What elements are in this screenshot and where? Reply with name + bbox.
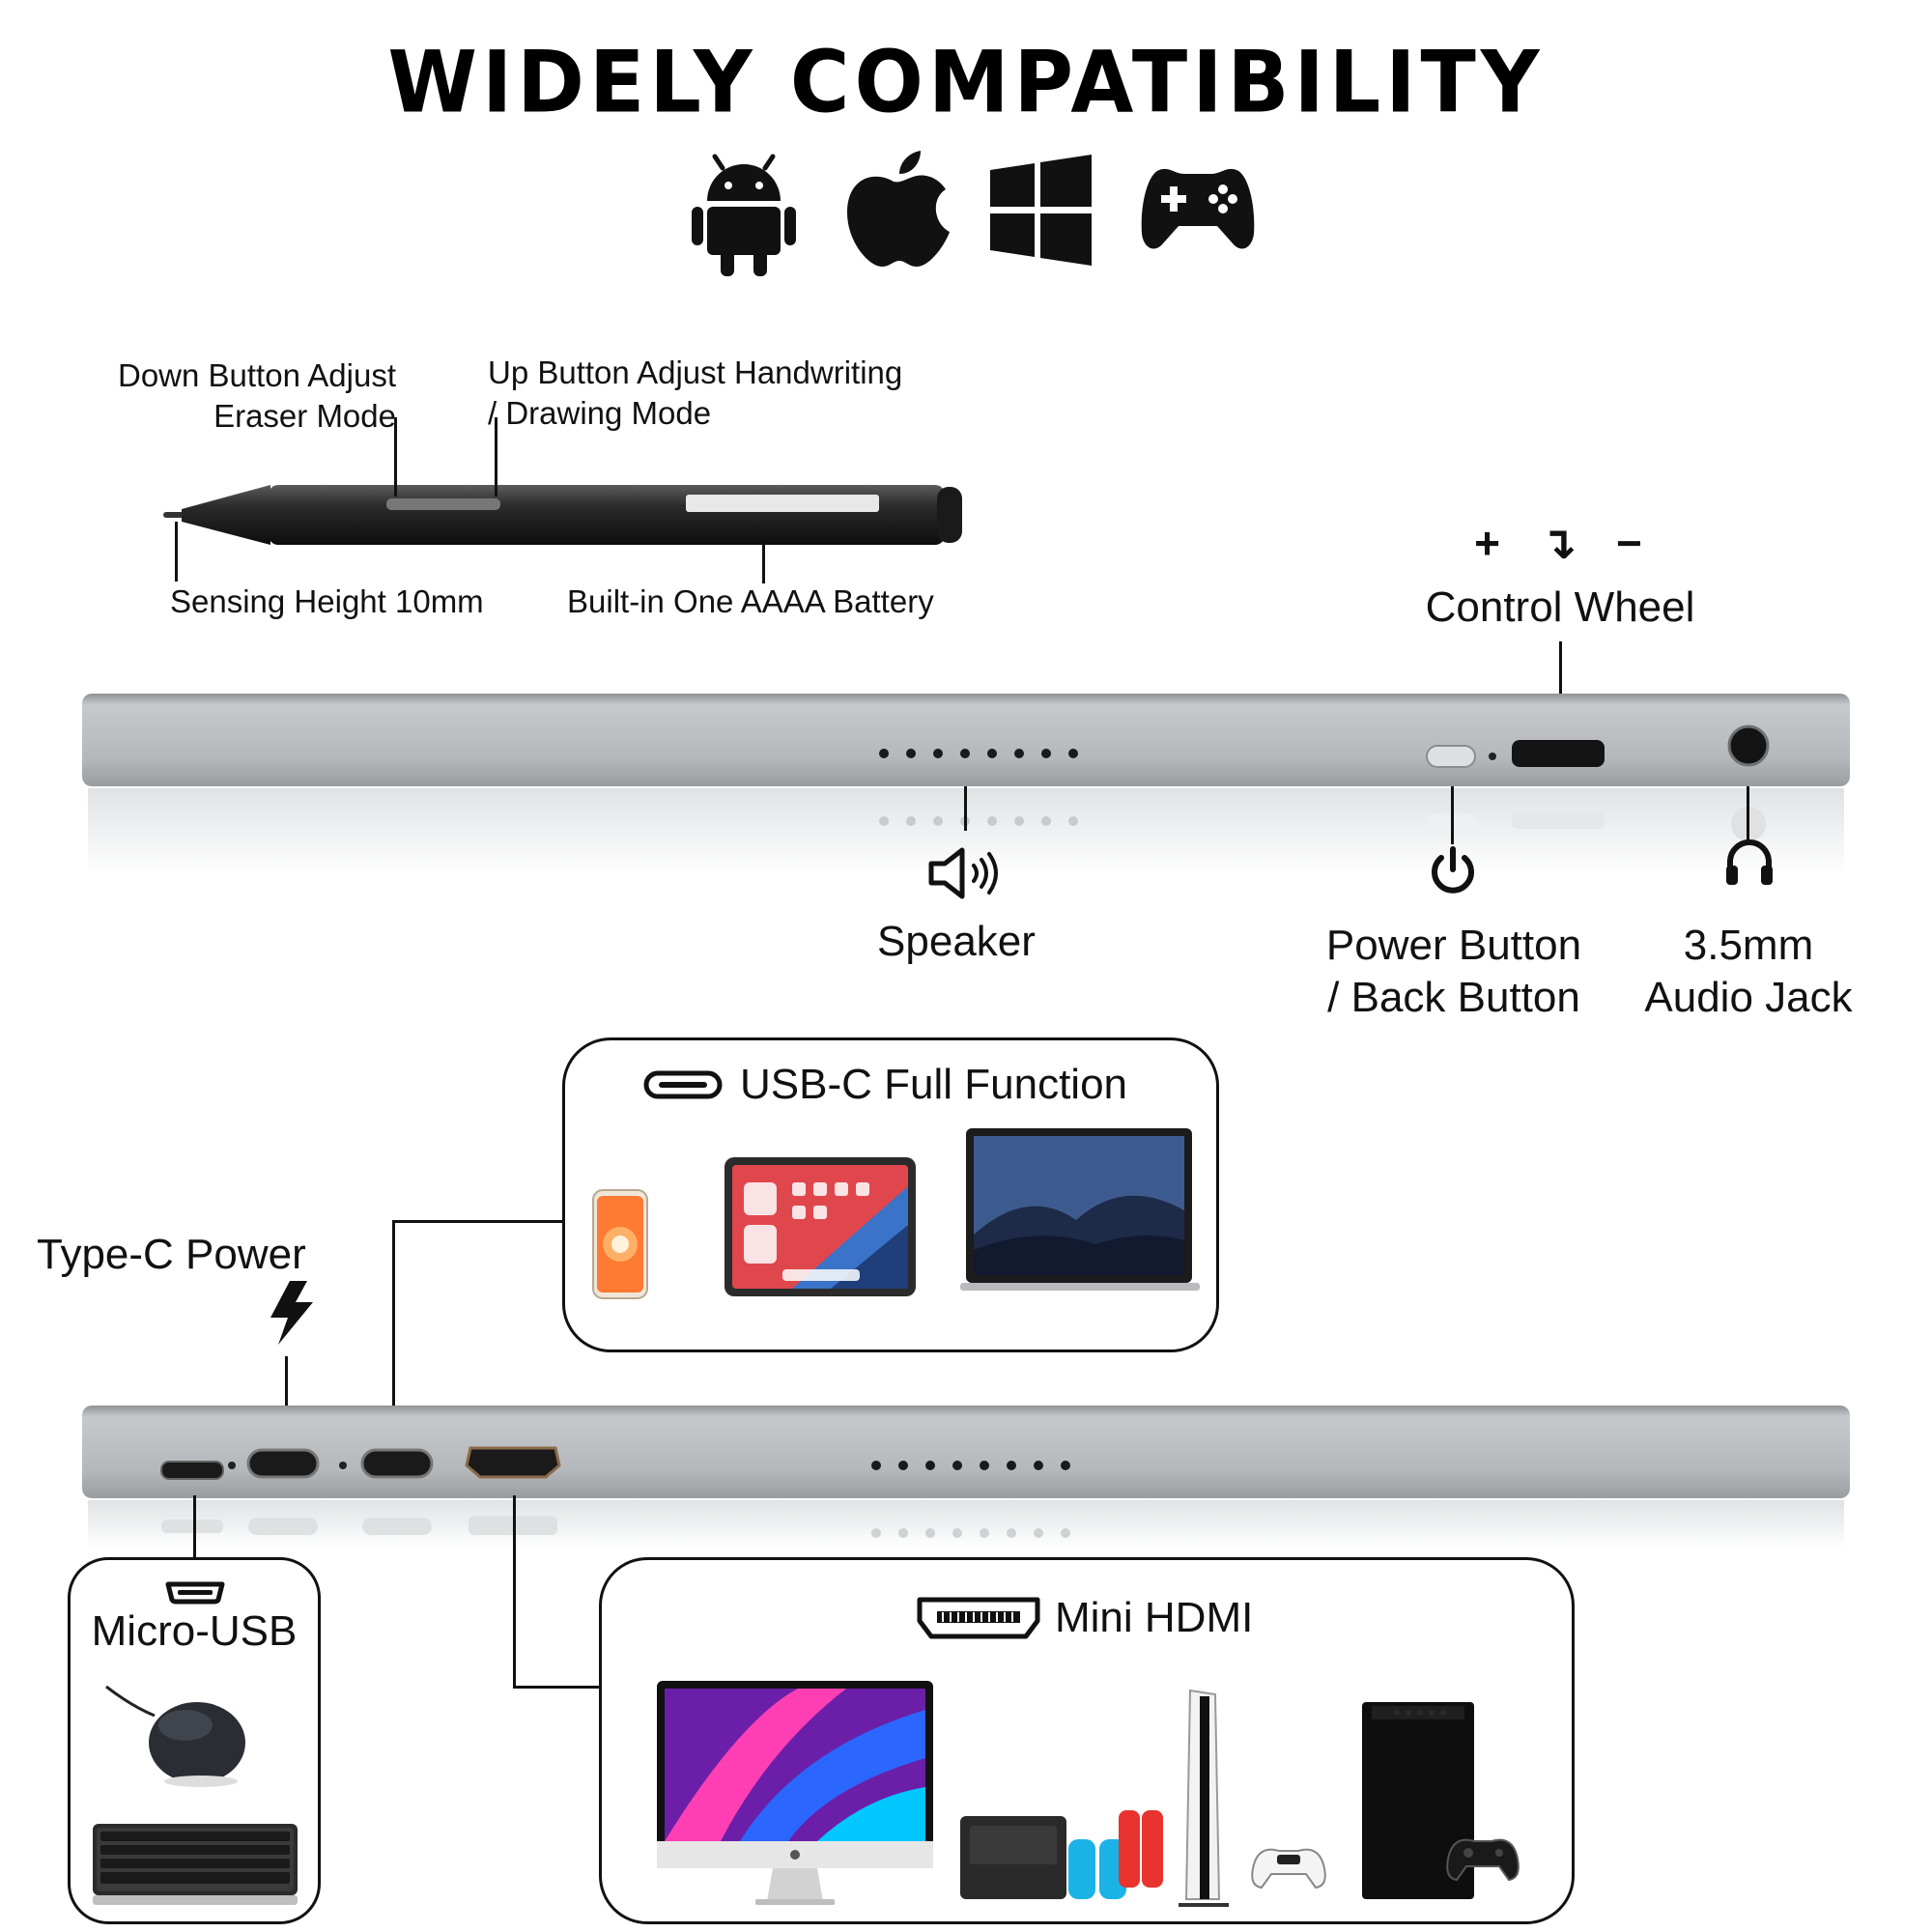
leader-line xyxy=(175,522,178,582)
speaker-grille xyxy=(879,749,1078,758)
usb-c-icon xyxy=(643,1070,723,1099)
page-title: WIDELY COMPATIBILITY xyxy=(387,32,1545,132)
pen-side-button xyxy=(386,498,500,510)
leader-line xyxy=(1559,641,1562,697)
sensing-height-label: Sensing Height 10mm xyxy=(170,583,484,619)
audio-jack-label: 3.5mm Audio Jack xyxy=(1623,920,1874,1024)
leader-line xyxy=(964,786,967,831)
speaker-grille xyxy=(871,1461,1070,1470)
type-c-power-label: Type-C Power xyxy=(37,1231,306,1278)
phone-image xyxy=(592,1189,648,1299)
os-icon-row xyxy=(692,151,1255,276)
up-button-label-line2: / Drawing Mode xyxy=(488,395,712,431)
audio-jack-label-line2: Audio Jack xyxy=(1644,974,1853,1021)
usb-c-port xyxy=(360,1448,434,1479)
micro-usb-icon xyxy=(165,1581,225,1605)
lightning-bolt-icon xyxy=(270,1281,313,1345)
up-button-label-line1: Up Button Adjust Handwriting xyxy=(488,355,903,390)
power-button-label-line2: / Back Button xyxy=(1327,974,1580,1021)
mouse-image xyxy=(105,1685,245,1787)
leader-line xyxy=(1747,786,1749,844)
micro-usb-devices xyxy=(93,1685,298,1905)
leader-line xyxy=(392,1220,564,1223)
control-wheel-symbols: + ↴ − xyxy=(1474,518,1656,568)
power-icon xyxy=(1432,846,1474,894)
power-button xyxy=(1426,745,1476,768)
imac-image xyxy=(657,1681,933,1905)
leader-line xyxy=(392,1220,395,1410)
power-button-label: Power Button / Back Button xyxy=(1304,920,1604,1024)
speaker-icon xyxy=(928,847,998,899)
mini-hdmi-label: Mini HDMI xyxy=(1055,1594,1254,1641)
laptop-image xyxy=(960,1128,1200,1291)
up-button-label: Up Button Adjust Handwriting / Drawing M… xyxy=(488,353,902,434)
leader-line xyxy=(394,417,397,497)
speaker-label: Speaker xyxy=(877,918,1036,965)
playstation-5-image xyxy=(1179,1689,1326,1907)
usbc-devices xyxy=(592,1128,1200,1299)
mini-hdmi-devices xyxy=(657,1681,1520,1907)
tablet-image xyxy=(724,1157,916,1296)
windows-icon xyxy=(990,155,1092,266)
micro-usb-label: Micro-USB xyxy=(91,1607,298,1655)
leader-line xyxy=(1451,786,1454,844)
nintendo-switch-image xyxy=(960,1810,1163,1899)
battery-label: Built-in One AAAA Battery xyxy=(567,583,934,619)
usbc-label: USB-C Full Function xyxy=(740,1061,1128,1108)
type-c-power-port xyxy=(246,1448,320,1479)
stylus-pen xyxy=(163,485,962,545)
down-button-label-line2: Eraser Mode xyxy=(213,398,396,434)
leader-line xyxy=(762,543,765,583)
pen-clip xyxy=(686,495,879,512)
audio-jack-port xyxy=(1727,724,1770,767)
monitor-bottom-edge xyxy=(82,1406,1850,1548)
leader-line xyxy=(513,1495,516,1687)
gamepad-icon xyxy=(1141,168,1255,249)
xbox-series-x-image xyxy=(1362,1702,1520,1899)
control-wheel xyxy=(1512,740,1605,767)
leader-line xyxy=(193,1495,196,1557)
keyboard-image xyxy=(93,1824,298,1905)
headphones-icon xyxy=(1726,839,1773,885)
apple-icon xyxy=(847,151,950,267)
hdmi-icon xyxy=(917,1597,1040,1639)
leader-line xyxy=(285,1356,288,1410)
leader-line xyxy=(495,417,497,497)
power-led xyxy=(1489,753,1496,760)
down-button-label: Down Button Adjust Eraser Mode xyxy=(58,355,396,437)
mini-hdmi-port xyxy=(465,1446,561,1479)
audio-jack-label-line1: 3.5mm xyxy=(1683,922,1814,969)
control-wheel-label: Control Wheel xyxy=(1425,583,1695,631)
power-button-label-line1: Power Button xyxy=(1325,922,1582,969)
android-icon xyxy=(692,154,796,276)
leader-line xyxy=(513,1686,600,1689)
micro-usb-port xyxy=(160,1461,224,1480)
down-button-label-line1: Down Button Adjust xyxy=(117,357,396,393)
